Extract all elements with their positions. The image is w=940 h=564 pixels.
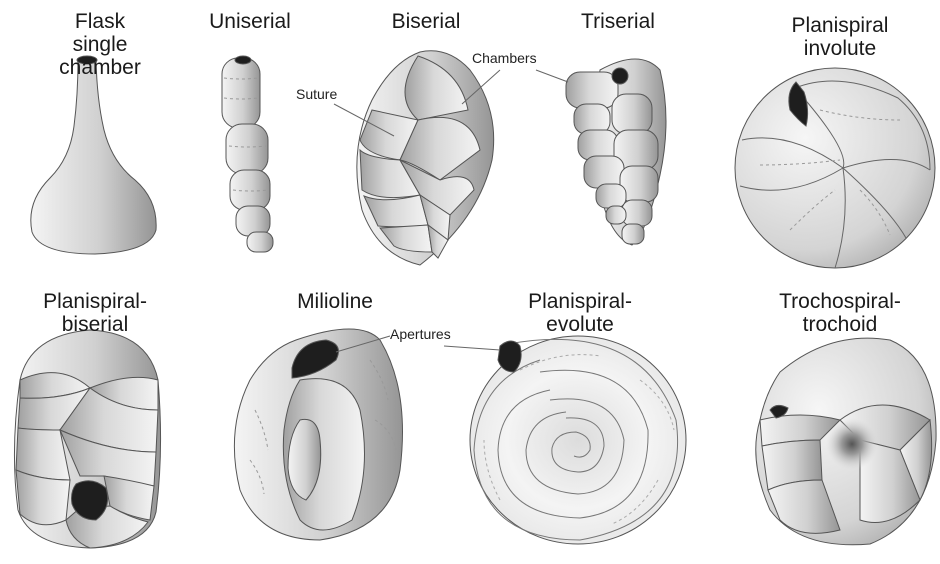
title-planispiral-biserial: Planispiral- biserial — [30, 290, 160, 336]
title-uniserial: Uniserial — [200, 10, 300, 33]
biserial-shell — [357, 51, 494, 265]
planispiral-biserial-shell — [14, 330, 160, 548]
title-flask: Flask single chamber — [30, 10, 170, 79]
title-milioline: Milioline — [280, 290, 390, 313]
title-planispiral-evolute: Planispiral- evolute — [510, 290, 650, 336]
triserial-shell — [566, 59, 666, 245]
chambers-leader-triserial — [536, 70, 568, 82]
triserial-aperture — [612, 68, 628, 84]
callout-apertures: Apertures — [390, 326, 451, 342]
planispiral-involute-shell — [735, 68, 935, 268]
title-triserial: Triserial — [568, 10, 668, 33]
planispiral-evolute-shell — [470, 336, 686, 544]
flask-shell — [31, 56, 156, 254]
title-biserial: Biserial — [376, 10, 476, 33]
milioline-shell — [234, 329, 402, 540]
uniserial-shell — [222, 56, 273, 252]
callout-chambers: Chambers — [472, 50, 537, 66]
trochospiral-shell — [756, 338, 936, 545]
apertures-leader-evolute — [444, 346, 500, 350]
uniserial-aperture — [235, 56, 251, 64]
callout-suture: Suture — [296, 86, 337, 102]
title-planispiral-involute: Planispiral involute — [770, 14, 910, 60]
title-trochospiral-trochoid: Trochospiral- trochoid — [760, 290, 920, 336]
